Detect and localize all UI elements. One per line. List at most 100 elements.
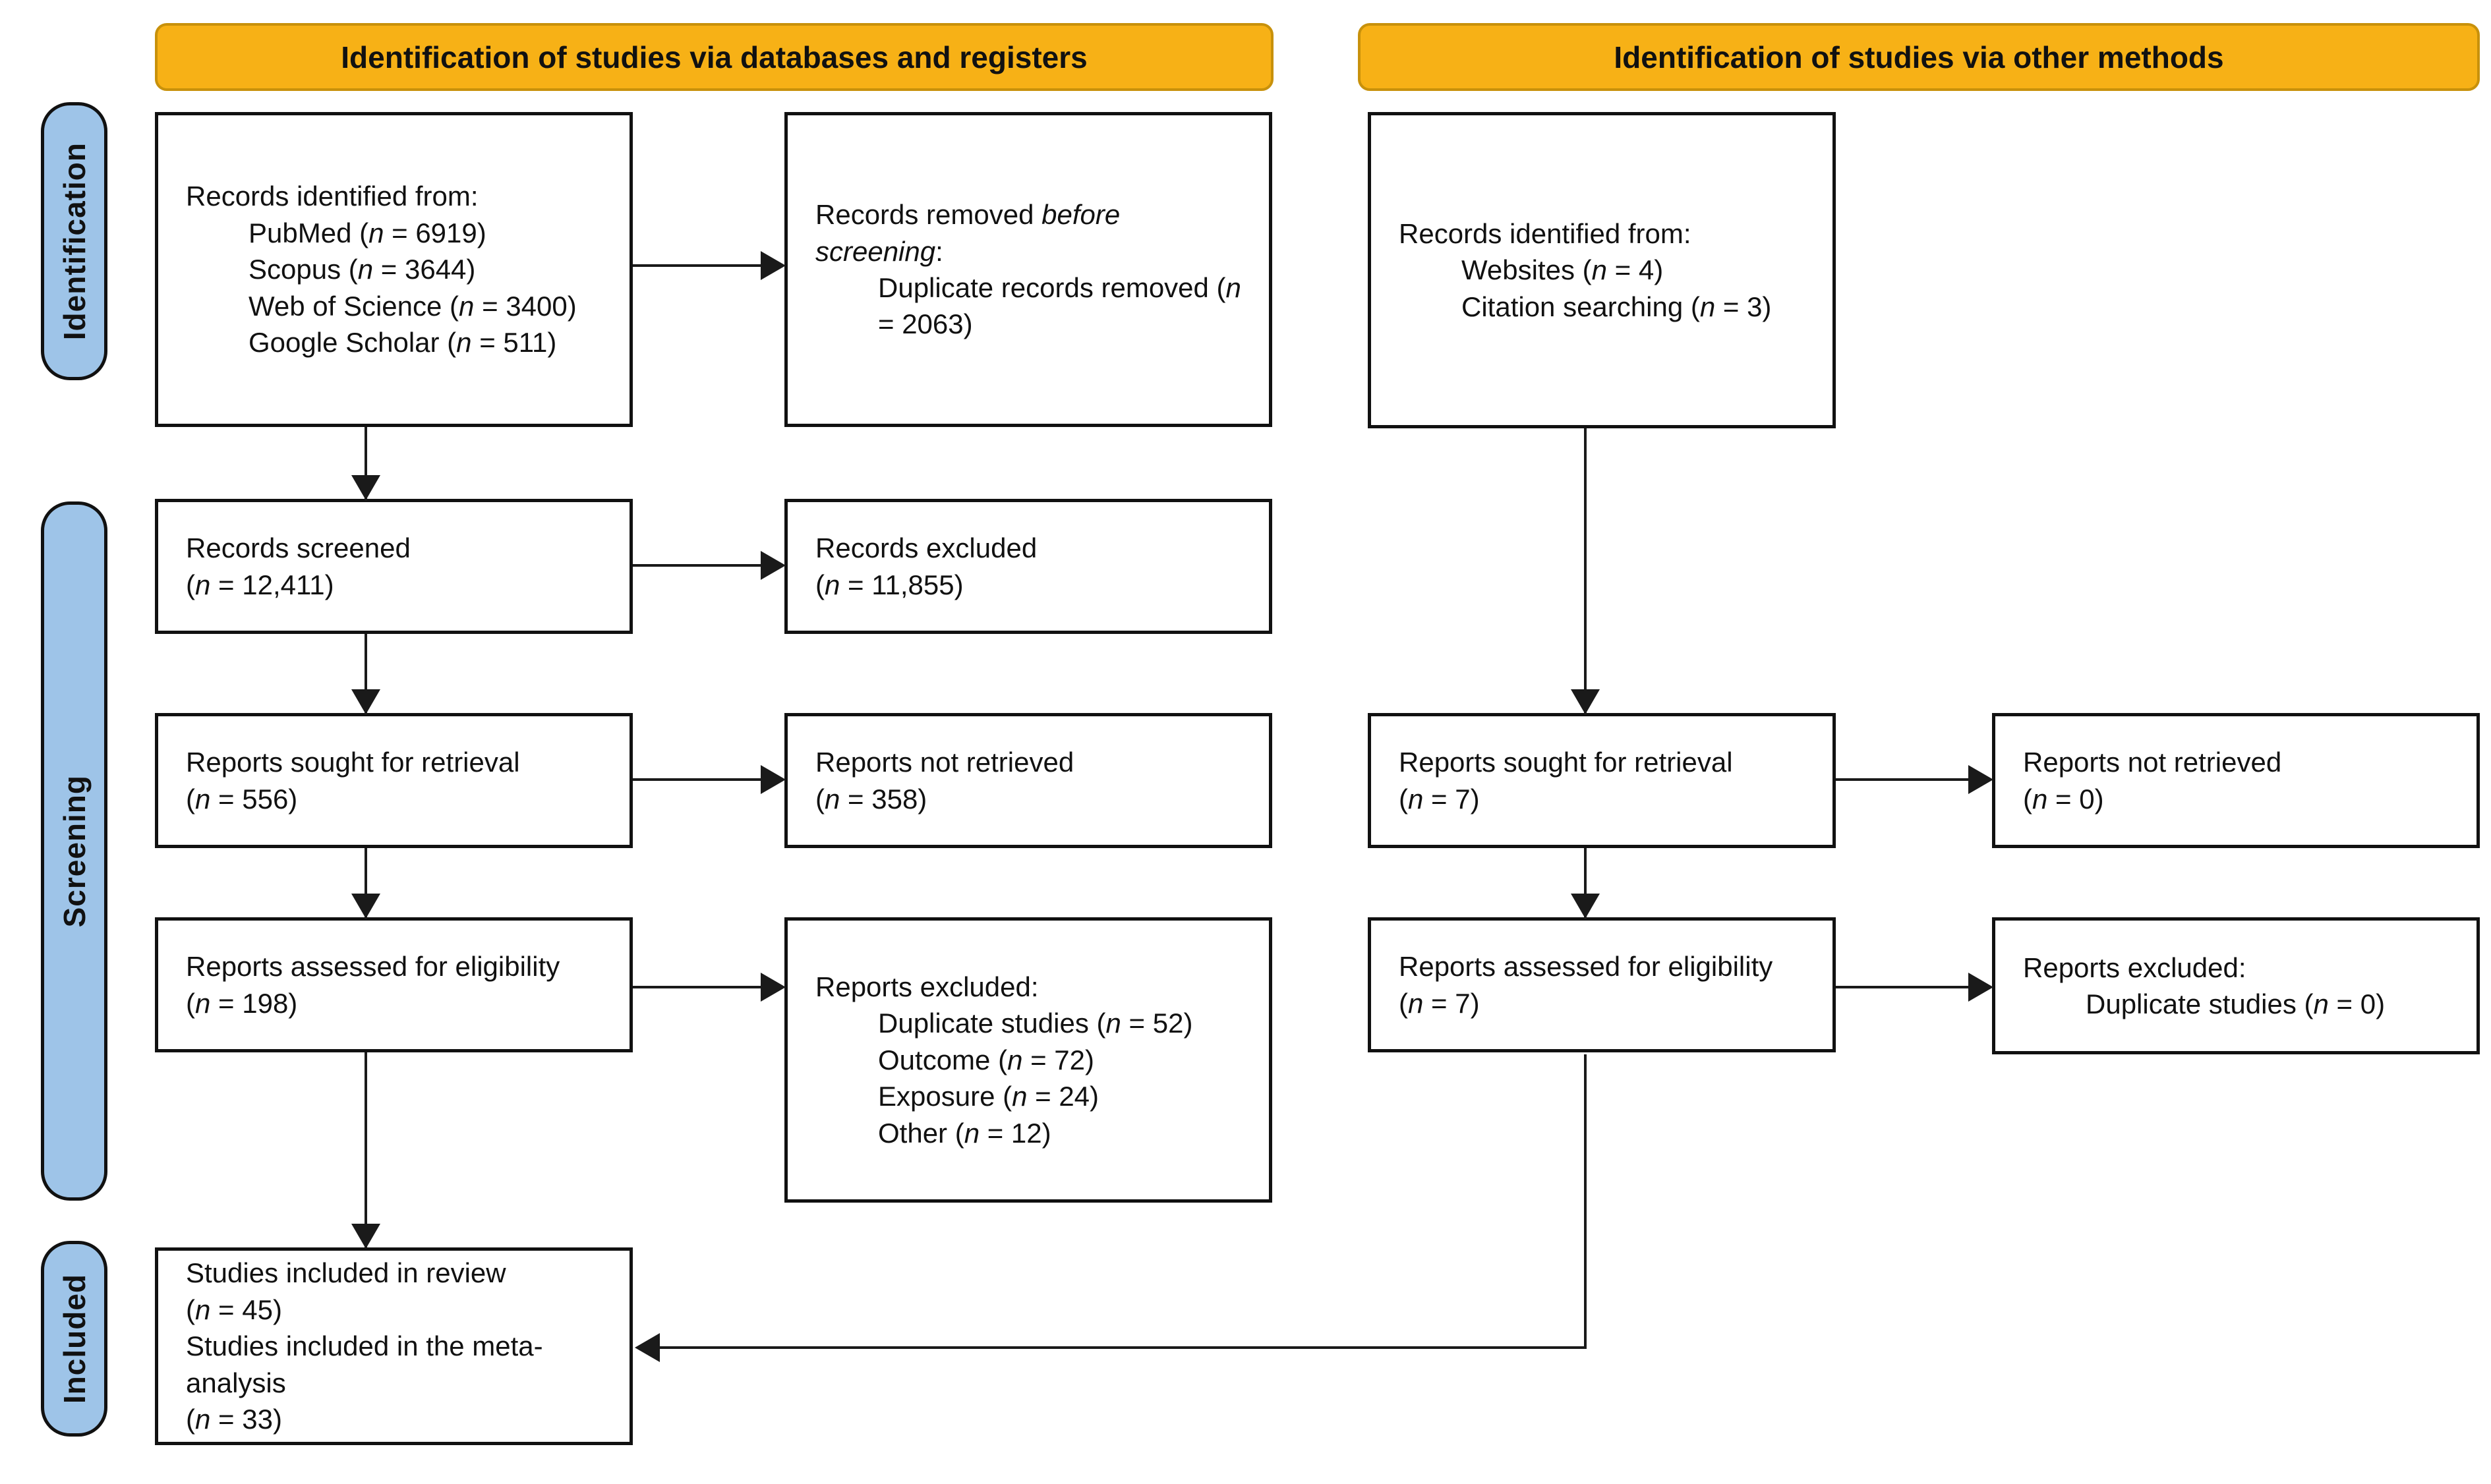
box-text: Studies included in review (n = 45) Studie…: [158, 1255, 630, 1437]
box-line: Outcome (n = 72): [878, 1044, 1094, 1075]
box-text: Reports assessed for eligibility (n = 198…: [158, 948, 630, 1021]
box-line: (n = 11,855): [815, 569, 964, 600]
box-records-identified-databases: Records identified from: PubMed (n = 6919…: [155, 112, 633, 427]
connector-other-sought-to-assessed: [1584, 848, 1587, 919]
box-line: Scopus (n = 3644): [249, 254, 476, 285]
box-reports-sought-other: Reports sought for retrieval (n = 7): [1368, 713, 1836, 848]
connector-assessed-to-included: [365, 1052, 367, 1247]
box-text: Records screened (n = 12,411): [158, 530, 630, 603]
box-reports-not-retrieved-other: Reports not retrieved (n = 0): [1992, 713, 2480, 848]
box-line: (n = 556): [186, 783, 298, 814]
box-line: Exposure (n = 24): [878, 1081, 1099, 1112]
arrowhead-down-icon: [1571, 894, 1600, 919]
box-text: Records excluded (n = 11,855): [788, 530, 1269, 603]
box-line: Duplicate studies (n = 52): [878, 1008, 1193, 1039]
box-line: (n = 198): [186, 987, 298, 1019]
box-line: Duplicate studies (n = 0): [2086, 988, 2386, 1019]
box-line: Records identified from:: [186, 181, 479, 212]
arrowhead-down-icon: [351, 689, 380, 714]
box-line: Records identified from:: [1399, 217, 1691, 249]
arrowhead-right-icon: [761, 251, 786, 280]
box-reports-sought-databases: Reports sought for retrieval (n = 556): [155, 713, 633, 848]
connector-screened-to-sought: [365, 634, 367, 715]
box-line: Reports excluded:: [815, 971, 1039, 1002]
arrowhead-right-icon: [1968, 765, 1993, 794]
connector-screened-to-excluded: [633, 564, 762, 567]
box-text: Reports sought for retrieval (n = 556): [158, 744, 630, 817]
connector-other-sought-to-not-retrieved: [1836, 778, 1970, 781]
box-line: (n = 7): [1399, 783, 1480, 814]
box-text: Records identified from: Websites (n = 4)…: [1371, 215, 1832, 325]
box-line: (n = 7): [1399, 987, 1480, 1019]
box-text: Reports excluded: Duplicate studies (n = …: [1995, 950, 2476, 1023]
box-records-excluded: Records excluded (n = 11,855): [784, 499, 1272, 634]
connector-other-identified-to-sought: [1584, 428, 1587, 715]
box-studies-included: Studies included in review (n = 45) Studie…: [155, 1247, 633, 1445]
box-reports-excluded-other: Reports excluded: Duplicate studies (n = …: [1992, 917, 2480, 1054]
box-line: Google Scholar (n = 511): [249, 327, 557, 358]
box-reports-excluded-databases: Reports excluded: Duplicate studies (n = …: [784, 917, 1272, 1203]
box-line: (n = 33): [186, 1404, 282, 1435]
box-line: Reports sought for retrieval: [1399, 747, 1733, 778]
box-line: Records screened: [186, 532, 411, 564]
stage-label-included: Included: [41, 1241, 107, 1437]
box-records-removed-before-screening: Records removed before screening:Duplica…: [784, 112, 1272, 427]
box-text: Records identified from: PubMed (n = 6919…: [158, 178, 630, 360]
stage-label-screening: Screening: [41, 501, 107, 1201]
arrowhead-down-icon: [351, 475, 380, 500]
box-line: Reports sought for retrieval: [186, 747, 520, 778]
box-records-screened: Records screened (n = 12,411): [155, 499, 633, 634]
box-line: Reports not retrieved: [2023, 747, 2282, 778]
connector-other-assessed-to-excluded: [1836, 986, 1970, 988]
box-line: (n = 12,411): [186, 569, 334, 600]
connector-other-to-included: [659, 1346, 1587, 1349]
box-line: Reports not retrieved: [815, 747, 1074, 778]
connector-assessed-to-excluded: [633, 986, 762, 988]
box-line: Reports assessed for eligibility: [1399, 951, 1773, 983]
box-text: Reports not retrieved (n = 358): [788, 744, 1269, 817]
box-text: Reports not retrieved (n = 0): [1995, 744, 2476, 817]
connector-identified-to-removed: [633, 264, 762, 267]
box-reports-assessed-other: Reports assessed for eligibility (n = 7): [1368, 917, 1836, 1052]
banner-other-methods: Identification of studies via other meth…: [1358, 23, 2480, 91]
stage-label-text: Included: [57, 1273, 92, 1404]
connector-sought-to-not-retrieved: [633, 778, 762, 781]
box-text: Reports sought for retrieval (n = 7): [1371, 744, 1832, 817]
arrowhead-right-icon: [1968, 973, 1993, 1002]
arrowhead-right-icon: [761, 551, 786, 580]
box-text: Records removed before screening:Duplica…: [788, 196, 1269, 343]
box-records-identified-other: Records identified from: Websites (n = 4)…: [1368, 112, 1836, 428]
box-line: (n = 358): [815, 783, 927, 814]
stage-label-text: Identification: [57, 142, 92, 341]
box-reports-not-retrieved-databases: Reports not retrieved (n = 358): [784, 713, 1272, 848]
arrowhead-left-icon: [635, 1333, 660, 1362]
arrowhead-down-icon: [351, 1224, 380, 1249]
box-reports-assessed-databases: Reports assessed for eligibility (n = 198…: [155, 917, 633, 1052]
stage-label-identification: Identification: [41, 102, 107, 380]
box-text: Reports assessed for eligibility (n = 7): [1371, 948, 1832, 1021]
box-line: Websites (n = 4): [1461, 254, 1664, 286]
box-line: Reports assessed for eligibility: [186, 951, 560, 983]
box-line: PubMed (n = 6919): [249, 217, 486, 248]
box-line: Studies included in review: [186, 1257, 506, 1289]
connector-identified-to-screened: [365, 427, 367, 501]
box-text: Reports excluded: Duplicate studies (n = …: [788, 969, 1269, 1151]
box-line: Records excluded: [815, 532, 1038, 564]
box-line: Reports excluded:: [2023, 952, 2246, 983]
box-line: (n = 0): [2023, 783, 2104, 814]
arrowhead-right-icon: [761, 973, 786, 1002]
box-line: Records removed before screening:: [815, 199, 1121, 267]
banner-databases-registers: Identification of studies via databases …: [155, 23, 1274, 91]
box-line: Duplicate records removed (n = 2063): [878, 272, 1241, 340]
box-line: Studies included in the meta-analysis: [186, 1330, 543, 1398]
stage-label-text: Screening: [57, 774, 92, 928]
arrowhead-down-icon: [1571, 689, 1600, 714]
box-line: Other (n = 12): [878, 1117, 1051, 1149]
box-line: Citation searching (n = 3): [1461, 291, 1772, 322]
box-line: Web of Science (n = 3400): [249, 290, 577, 322]
connector-other-assessed-down: [1584, 1054, 1587, 1348]
arrowhead-down-icon: [351, 894, 380, 919]
arrowhead-right-icon: [761, 765, 786, 794]
box-line: (n = 45): [186, 1294, 282, 1325]
